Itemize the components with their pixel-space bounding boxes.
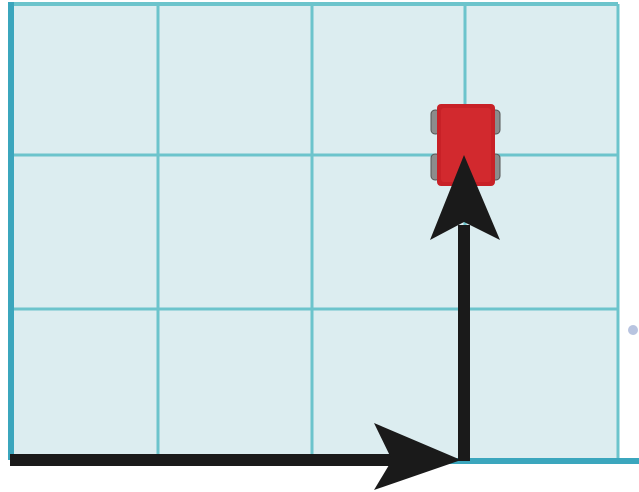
dot-icon (628, 325, 638, 335)
grid-background (12, 4, 618, 459)
